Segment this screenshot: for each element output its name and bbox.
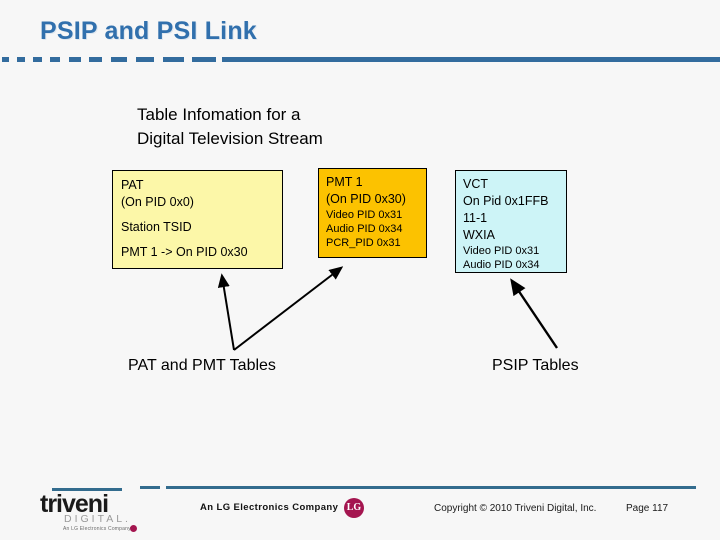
diagram-heading-line-1: Table Infomation for a bbox=[137, 105, 301, 124]
pmt-line-audio-pid: Audio PID 0x34 bbox=[326, 223, 403, 235]
page-number: Page 117 bbox=[626, 503, 669, 514]
diagram-heading: Table Infomation for a Digital Televisio… bbox=[137, 103, 323, 151]
arrow-to-pmt bbox=[233, 266, 344, 351]
triveni-digital-logo: triveni DIGITAL. An LG Electronics Compa… bbox=[38, 488, 150, 532]
vct-line-title: VCT bbox=[463, 177, 488, 191]
logo-tagline: An LG Electronics Company bbox=[63, 526, 131, 532]
pmt-line-pid: (On PID 0x30) bbox=[326, 192, 406, 206]
callout-pat-pmt-tables: PAT and PMT Tables bbox=[128, 357, 276, 374]
pat-line-tsid: Station TSID bbox=[121, 220, 192, 234]
page-title: PSIP and PSI Link bbox=[40, 17, 257, 45]
callout-psip-tables: PSIP Tables bbox=[492, 357, 579, 374]
logo-bar bbox=[52, 488, 122, 491]
copyright-text: Copyright © 2010 Triveni Digital, Inc. bbox=[434, 503, 597, 514]
pat-line-pmt-ref: PMT 1 -> On PID 0x30 bbox=[121, 245, 248, 259]
lg-logo-small-icon bbox=[130, 525, 137, 532]
logo-wordmark: triveni bbox=[40, 490, 109, 518]
lg-logo-icon: LG bbox=[344, 498, 364, 518]
pat-line-title: PAT bbox=[121, 178, 144, 192]
arrow-to-pat bbox=[217, 273, 235, 351]
pmt-line-video-pid: Video PID 0x31 bbox=[326, 209, 403, 221]
vct-line-audio-pid: Audio PID 0x34 bbox=[463, 259, 540, 271]
vct-line-pid: On Pid 0x1FFB bbox=[463, 194, 549, 208]
vct-line-channel: 11-1 bbox=[463, 211, 488, 225]
vct-line-video-pid: Video PID 0x31 bbox=[463, 245, 540, 257]
arrow-to-vct bbox=[510, 278, 558, 349]
pmt-table-box: PMT 1 (On PID 0x30) Video PID 0x31 Audio… bbox=[318, 168, 427, 258]
logo-subtext: DIGITAL. bbox=[64, 513, 131, 525]
lg-company-text: An LG Electronics Company bbox=[200, 502, 339, 513]
header-divider bbox=[0, 57, 720, 62]
pat-line-pid: (On PID 0x0) bbox=[121, 195, 194, 209]
pmt-line-pcr-pid: PCR_PID 0x31 bbox=[326, 237, 401, 249]
diagram-heading-line-2: Digital Television Stream bbox=[137, 129, 323, 148]
vct-table-box: VCT On Pid 0x1FFB 11-1 WXIA Video PID 0x… bbox=[455, 170, 567, 273]
pmt-line-title: PMT 1 bbox=[326, 175, 363, 189]
vct-line-callsign: WXIA bbox=[463, 228, 495, 242]
pat-table-box: PAT (On PID 0x0) Station TSID PMT 1 -> O… bbox=[112, 170, 283, 269]
